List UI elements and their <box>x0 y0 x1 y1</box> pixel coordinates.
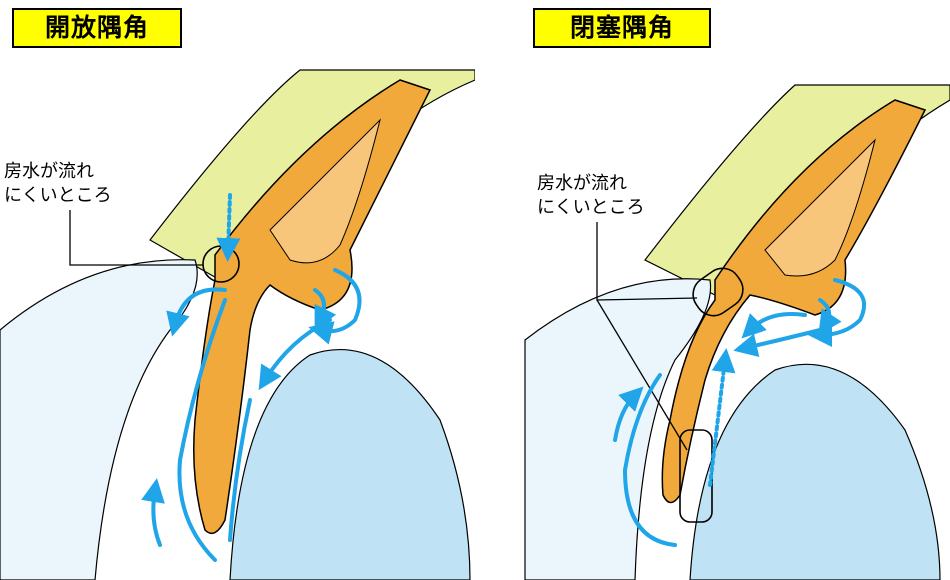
cornea <box>0 259 198 580</box>
callout-leader-line <box>69 210 203 266</box>
callout-label: 房水が流れ にくいところ <box>4 160 112 208</box>
ciliary-inner <box>764 138 876 277</box>
callout-line-1: 房水が流れ <box>4 161 94 182</box>
callout-line-1: 房水が流れ <box>537 173 627 194</box>
aqueous-flow-arrows <box>613 278 866 547</box>
panel-title: 開放隅角 <box>12 8 182 48</box>
closed-angle-diagram <box>524 84 950 580</box>
closed-angle-panel: 閉塞隅角 房水が流れ にくいところ <box>475 0 950 580</box>
aqueous-flow-arrows <box>141 193 362 562</box>
callout-label: 房水が流れ にくいところ <box>537 172 645 220</box>
lens <box>229 348 471 580</box>
panel-title: 閉塞隅角 <box>533 8 711 48</box>
open-angle-diagram <box>0 69 475 580</box>
open-angle-panel: 開放隅角 房水が流れ にくいところ <box>0 8 475 580</box>
callout-line-2: にくいところ <box>4 185 112 206</box>
ciliary-inner <box>269 118 381 264</box>
callout-line-2: にくいところ <box>537 197 645 218</box>
ciliary-body <box>193 79 432 535</box>
lens <box>689 363 941 580</box>
ciliary-body <box>661 99 927 504</box>
angle-closure-marker <box>692 267 744 317</box>
callout-leader-line-2 <box>596 299 688 451</box>
